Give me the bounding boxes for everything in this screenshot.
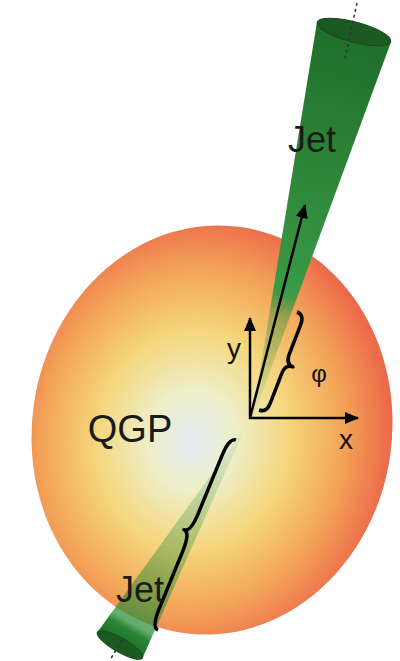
jet-cone-body <box>98 428 246 658</box>
jet-direction-arrow <box>250 205 305 418</box>
region-label: QGP <box>88 409 172 451</box>
path-length-brace <box>259 312 302 411</box>
jet-cone: Jet <box>85 420 255 661</box>
region-label: Jet <box>288 120 336 160</box>
axis-label: x <box>339 425 353 456</box>
jet-cone-outline <box>85 420 255 661</box>
jet-cone-cap <box>315 13 394 52</box>
axis-label: y <box>227 334 241 365</box>
qgp-region <box>5 202 400 658</box>
jet-cone-cap <box>94 626 146 661</box>
y-axis <box>249 318 252 419</box>
angle-symbol: φ <box>311 361 327 387</box>
path-length-brace <box>155 440 236 630</box>
jet-axis <box>110 640 122 660</box>
jet-cone-body <box>252 22 391 420</box>
region-label: Jet <box>116 570 164 610</box>
x-axis <box>249 417 358 420</box>
jet-axis <box>345 3 357 58</box>
